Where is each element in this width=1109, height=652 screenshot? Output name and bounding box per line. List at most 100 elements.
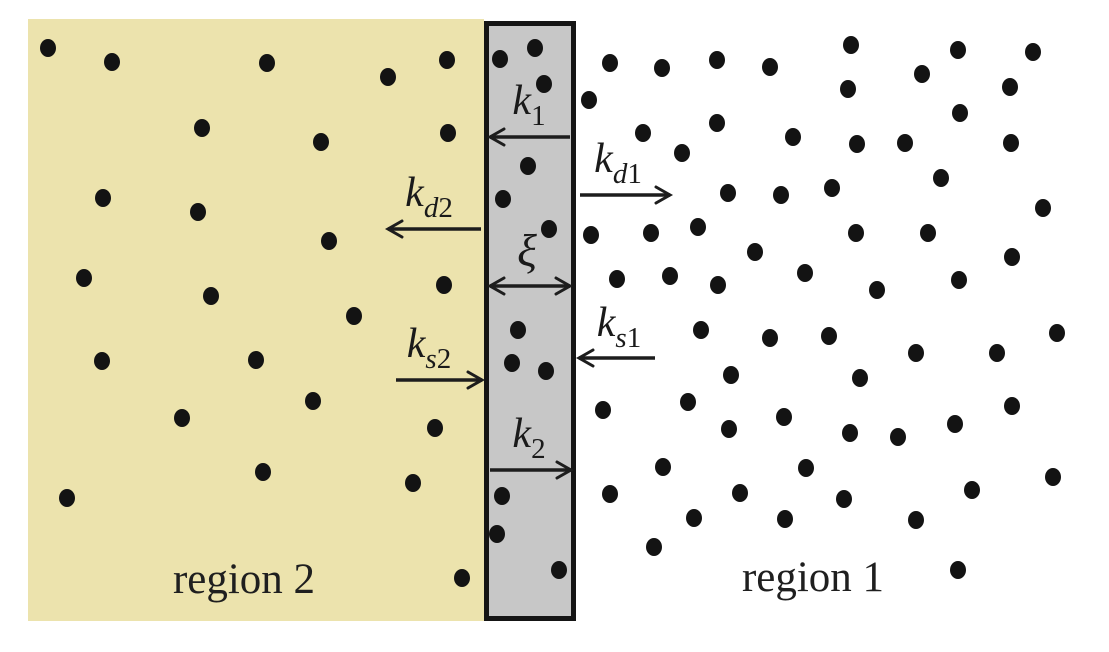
particle-dot-region1	[635, 124, 651, 142]
label-kd2: kd2	[405, 172, 453, 223]
particle-dot-region2	[248, 351, 264, 369]
particle-dot-region2	[255, 463, 271, 481]
interface-strip	[484, 21, 576, 621]
label-kd2-sub-italic: d	[423, 192, 439, 224]
particle-dot-region1	[920, 224, 936, 242]
label-kd1-sub: 1	[627, 158, 642, 190]
particle-dot-region1	[1045, 468, 1061, 486]
particle-dot-region1	[824, 179, 840, 197]
k1-arrow	[486, 127, 570, 147]
particle-dot-region1	[662, 267, 678, 285]
particle-dot-region2	[454, 569, 470, 587]
label-k2: k2	[512, 413, 545, 464]
particle-dot-region2	[94, 352, 110, 370]
particle-dot-region2	[427, 419, 443, 437]
particle-dot-region1	[785, 128, 801, 146]
particle-dot-region1	[710, 276, 726, 294]
ks2-arrow	[396, 370, 486, 390]
particle-dot-region1	[1004, 397, 1020, 415]
particle-dot-interface	[504, 354, 520, 372]
particle-dot-region1	[952, 104, 968, 122]
particle-dot-region1	[654, 59, 670, 77]
particle-dot-interface	[527, 39, 543, 57]
label-k2-base: k	[512, 411, 532, 457]
particle-dot-region1	[773, 186, 789, 204]
particle-dot-region1	[747, 243, 763, 261]
particle-dot-region1	[890, 428, 906, 446]
particle-dot-region1	[709, 51, 725, 69]
particle-dot-region1	[843, 36, 859, 54]
particle-dot-region1	[821, 327, 837, 345]
label-ks1-sub-italic: s	[615, 322, 627, 354]
particle-dot-region2	[95, 189, 111, 207]
particle-dot-region1	[849, 135, 865, 153]
kd1-arrow-head	[654, 185, 674, 205]
particle-dot-interface	[536, 75, 552, 93]
particle-dot-interface	[494, 487, 510, 505]
particle-dot-region2	[194, 119, 210, 137]
k1-arrow-head	[486, 127, 506, 147]
particle-dot-region2	[59, 489, 75, 507]
particle-dot-region1	[720, 184, 736, 202]
particle-dot-region2	[440, 124, 456, 142]
particle-dot-region1	[1002, 78, 1018, 96]
particle-dot-region1	[762, 58, 778, 76]
particle-dot-interface	[492, 50, 508, 68]
label-kd1-base: k	[594, 136, 613, 182]
particle-dot-region2	[321, 232, 337, 250]
particle-dot-interface	[495, 190, 511, 208]
particle-dot-region2	[305, 392, 321, 410]
particle-dot-region1	[723, 366, 739, 384]
particle-dot-region1	[602, 485, 618, 503]
label-xi: ξ	[517, 228, 537, 274]
particle-dot-interface	[520, 157, 536, 175]
k2-arrow	[490, 460, 575, 480]
particle-dot-region1	[721, 420, 737, 438]
label-ks1-base: k	[596, 300, 616, 346]
particle-dot-region1	[933, 169, 949, 187]
particle-dot-region1	[690, 218, 706, 236]
particle-dot-region1	[798, 459, 814, 477]
particle-dot-region1	[908, 344, 924, 362]
particle-dot-region1	[840, 80, 856, 98]
particle-dot-region1	[852, 369, 868, 387]
region2-label: region 2	[172, 556, 316, 603]
label-k1: k1	[512, 80, 545, 131]
kd1-arrow	[580, 185, 674, 205]
particle-dot-region1	[848, 224, 864, 242]
particle-dot-region1	[777, 510, 793, 528]
particle-dot-region1	[776, 408, 792, 426]
xi-arrow	[486, 276, 574, 296]
label-kd2-sub: 2	[438, 192, 453, 224]
label-ks1-sub: 1	[626, 322, 642, 354]
particle-dot-region1	[680, 393, 696, 411]
particle-dot-region2	[203, 287, 219, 305]
region2-area	[28, 19, 484, 621]
particle-dot-region2	[190, 203, 206, 221]
particle-dot-region1	[655, 458, 671, 476]
particle-dot-region2	[346, 307, 362, 325]
particle-dot-region1	[674, 144, 690, 162]
particle-dot-region1	[1049, 324, 1065, 342]
k2-arrow-head	[555, 460, 575, 480]
particle-dot-region1	[1035, 199, 1051, 217]
particle-dot-region1	[947, 415, 963, 433]
particle-dot-region2	[104, 53, 120, 71]
particle-dot-region2	[76, 269, 92, 287]
particle-dot-region1	[1004, 248, 1020, 266]
ks1-arrow	[575, 348, 655, 368]
particle-dot-interface	[551, 561, 567, 579]
label-ks1: ks1	[597, 302, 641, 353]
particle-dot-region1	[581, 91, 597, 109]
particle-dot-region1	[595, 401, 611, 419]
label-k1-sub: 1	[531, 100, 546, 132]
particle-dot-region1	[950, 561, 966, 579]
particle-dot-region1	[609, 270, 625, 288]
particle-dot-region2	[405, 474, 421, 492]
particle-dot-region1	[709, 114, 725, 132]
xi-arrow-head	[554, 276, 574, 296]
particle-dot-region1	[908, 511, 924, 529]
label-ks2-sub: 2	[436, 343, 452, 375]
